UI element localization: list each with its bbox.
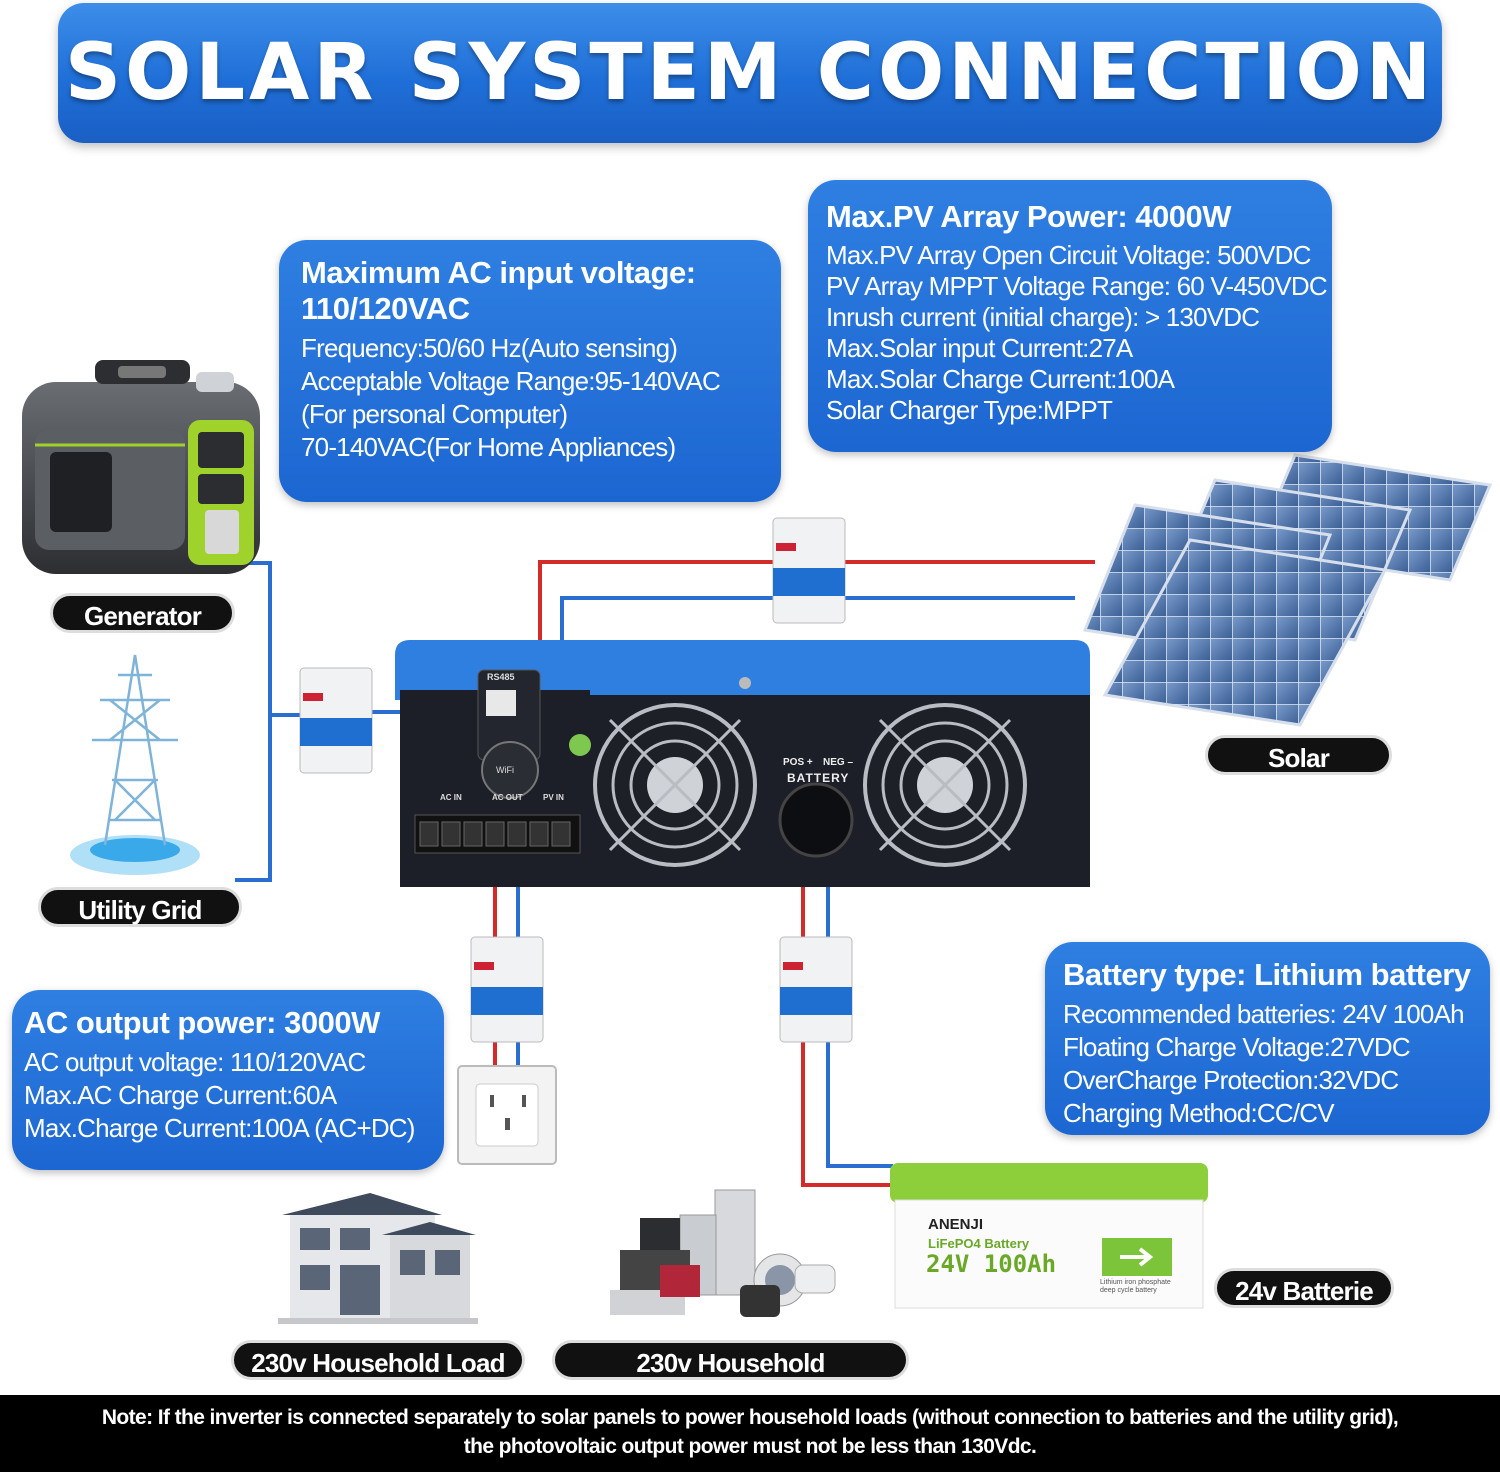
pv-line: PV Array MPPT Voltage Range: 60 V-450VDC (826, 271, 1328, 301)
battery-spec-box: Battery type: Lithium battery Recommende… (1045, 942, 1490, 1135)
note-bar: Note: If the inverter is connected separ… (0, 1395, 1500, 1472)
household-appliances-label: 230v Household Appliances (552, 1340, 909, 1418)
inverter-ac-out-label: AC OUT (492, 793, 523, 802)
ac-output-line: AC output voltage: 110/120VAC (24, 1047, 366, 1077)
battery-line: OverCharge Protection:32VDC (1063, 1065, 1399, 1095)
breaker-icon-acout (470, 936, 544, 1043)
ac-output-spec-box: AC output power: 3000W AC output voltage… (12, 990, 444, 1170)
grid-wire (235, 715, 272, 882)
ac-output-line: Max.AC Charge Current:60A (24, 1080, 337, 1110)
solar-module-label: Solar module (1205, 735, 1392, 813)
ac-input-line: 70-140VAC(For Home Appliances) (301, 432, 676, 462)
ac-input-line: (For personal Computer) (301, 399, 568, 429)
pv-line: Max.Solar input Current:27A (826, 333, 1133, 363)
battery-line: Recommended batteries: 24V 100Ah (1063, 999, 1465, 1029)
inverter-neg-label: NEG – (823, 757, 854, 768)
note-line-2: the photovoltaic output power must not b… (463, 1435, 1037, 1458)
utility-grid-label: Utility Grid (38, 887, 242, 927)
page-title: SOLAR SYSTEM CONNECTION (64, 28, 1436, 118)
generator-wire (235, 561, 300, 717)
ac-input-spec-box: Maximum AC input voltage: 110/120VAC Fre… (279, 240, 781, 502)
battery-brand: ANENJI (928, 1216, 984, 1233)
house-icon (278, 1193, 478, 1324)
ac-input-line: Frequency:50/60 Hz(Auto sensing) (301, 333, 678, 363)
inverter-pv-in-label: PV IN (543, 793, 564, 802)
battery-icon (890, 1163, 1208, 1309)
breaker-icon-battery (779, 936, 853, 1043)
appliances-icon (610, 1189, 836, 1317)
battery-label: 24v Batterie (1214, 1268, 1394, 1308)
pv-line: Max.PV Array Open Circuit Voltage: 500VD… (826, 240, 1311, 270)
breaker-icon-pv (772, 517, 846, 624)
pv-line: Solar Charger Type:MPPT (826, 395, 1113, 425)
battery-type-text: LiFePO4 Battery (928, 1236, 1030, 1251)
inverter-icon (395, 640, 1090, 887)
note-line-1: Note: If the inverter is connected separ… (101, 1406, 1399, 1429)
pv-line: Inrush current (initial charge): > 130VD… (826, 302, 1260, 332)
breaker-icon-grid (299, 667, 373, 774)
inverter-ac-in-label: AC IN (440, 793, 462, 802)
ac-input-header-value: 110/120VAC (301, 291, 470, 326)
ac-output-header: AC output power: 3000W (24, 1005, 380, 1040)
inverter-wifi-label: WiFi (496, 765, 514, 775)
pv-header: Max.PV Array Power: 4000W (826, 199, 1232, 234)
inverter-battery-label: BATTERY (787, 771, 850, 785)
pv-spec-box: Max.PV Array Power: 4000W Max.PV Array O… (808, 180, 1332, 452)
battery-rating: 24V 100Ah (926, 1250, 1057, 1278)
battery-line: Charging Method:CC/CV (1063, 1098, 1335, 1128)
fan-icon-left (593, 703, 757, 867)
generator-icon (22, 360, 260, 574)
solar-panel-icon (1082, 453, 1493, 727)
inverter-rs485-label: RS485 (487, 672, 515, 682)
ac-input-header: Maximum AC input voltage: (301, 255, 696, 290)
wall-socket-icon (457, 1065, 557, 1165)
utility-tower-icon (70, 654, 200, 875)
inverter-pos-label: POS + (783, 757, 813, 768)
battery-sub-text: Lithium iron phosphate deep cycle batter… (1100, 1279, 1171, 1294)
generator-label: Generator (50, 593, 235, 633)
pv-line: Max.Solar Charge Current:100A (826, 364, 1175, 394)
household-load-label: 230v Household Load (231, 1340, 525, 1380)
ac-output-line: Max.Charge Current:100A (AC+DC) (24, 1113, 415, 1143)
ac-input-line: Acceptable Voltage Range:95-140VAC (301, 366, 721, 396)
fan-icon-right (863, 703, 1027, 867)
battery-header: Battery type: Lithium battery (1063, 957, 1471, 992)
title-banner: SOLAR SYSTEM CONNECTION (58, 3, 1442, 143)
battery-line: Floating Charge Voltage:27VDC (1063, 1032, 1411, 1062)
